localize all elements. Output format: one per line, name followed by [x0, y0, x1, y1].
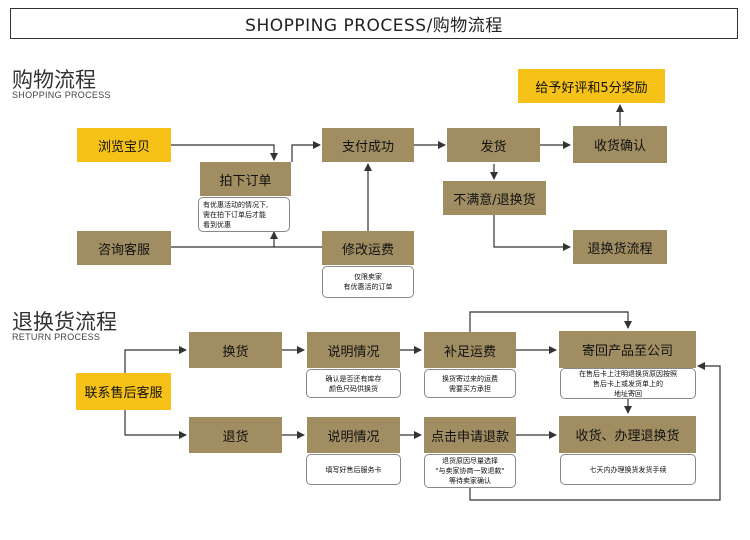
arrow-contact-to-refund [124, 410, 187, 439]
step-contact-service-label: 联系售后客服 [84, 386, 163, 401]
step-supplement-shipping-label: 补足运费 [443, 344, 496, 360]
step-modify-label: 修改运费 [341, 242, 394, 258]
step-browse: 浏览宝贝 [77, 128, 171, 162]
step-send-back: 寄回产品至公司 [559, 331, 696, 368]
step-browse-label: 浏览宝贝 [97, 139, 150, 155]
step-review-label: 给予好评和5分奖励 [535, 80, 648, 96]
send-back-note: 在售后卡上注明退换货原因按照 售后卡上或发货单上的 地址寄回 [560, 368, 696, 399]
apply-refund-note: 退货原因尽量选择 "与卖家协商一致退款" 等待卖家确认 [424, 454, 516, 488]
step-order-label: 拍下订单 [219, 173, 272, 189]
step-apply-refund: 点击申请退款 [424, 417, 516, 453]
explain-exchange-note: 确认是否还有库存 颜色尺码供换货 [306, 369, 401, 398]
step-refund-goods-label: 退货 [222, 429, 249, 445]
step-handle-return: 收货、办理退换货 [559, 416, 696, 453]
arrow-order-to-pay [291, 141, 321, 162]
arrow-top-loop-to-sendback [469, 311, 632, 332]
shopping-section-subtitle: SHOPPING PROCESS [12, 90, 111, 100]
modify-note: 仅限卖家 有优惠活的订单 [322, 266, 414, 298]
step-review: 给予好评和5分奖励 [518, 69, 665, 103]
supplement-shipping-note: 换货寄过来的运费 需要买方承担 [424, 369, 516, 398]
return-section-title: 退换货流程 [12, 310, 117, 334]
step-consult: 咨询客服 [77, 231, 171, 265]
arrow-consult-to-order [171, 231, 278, 248]
step-order: 拍下订单 [200, 162, 291, 196]
step-unsatisfied-label: 不满意/退换货 [453, 192, 536, 208]
arrow-bottom-loop-to-sendback [469, 362, 721, 501]
step-contact-service: 联系售后客服 [76, 373, 171, 410]
step-pay-label: 支付成功 [341, 139, 394, 155]
step-exchange-label: 换货 [222, 344, 249, 360]
handle-return-note: 七天内办理换货发货手续 [560, 454, 696, 485]
step-receive-label: 收货确认 [593, 139, 646, 154]
step-ship-label: 发货 [480, 139, 507, 155]
step-ship: 发货 [447, 128, 540, 162]
step-apply-refund-label: 点击申请退款 [430, 429, 509, 445]
arrow-browse-to-order [171, 144, 278, 161]
step-return-flow: 退换货流程 [573, 230, 667, 264]
step-refund-goods: 退货 [189, 417, 282, 453]
step-unsatisfied: 不满意/退换货 [443, 181, 546, 215]
banner-title: SHOPPING PROCESS/购物流程 [245, 16, 503, 36]
step-consult-label: 咨询客服 [97, 242, 150, 258]
step-exchange: 换货 [189, 332, 282, 368]
step-explain-refund-label: 说明情况 [327, 429, 380, 445]
step-pay: 支付成功 [322, 128, 414, 162]
step-supplement-shipping: 补足运费 [424, 332, 516, 368]
shopping-section-title: 购物流程 [12, 68, 96, 92]
step-return-flow-label: 退换货流程 [587, 241, 653, 257]
arrow-contact-to-exchange [124, 346, 187, 373]
page-banner: SHOPPING PROCESS/购物流程 [10, 8, 738, 39]
step-handle-return-label: 收货、办理退换货 [575, 429, 680, 444]
step-receive: 收货确认 [573, 126, 667, 163]
return-section-subtitle: RETURN PROCESS [12, 332, 101, 342]
step-explain-exchange-label: 说明情况 [327, 344, 380, 360]
arrow-unsatisfied-to-return [493, 215, 571, 251]
step-modify: 修改运费 [322, 231, 414, 265]
step-send-back-label: 寄回产品至公司 [581, 344, 673, 359]
step-explain-refund: 说明情况 [307, 417, 400, 453]
order-note: 有优惠活动的情况下, 需在拍下订单后才能 看到优惠 [198, 197, 290, 232]
step-explain-exchange: 说明情况 [307, 332, 400, 368]
explain-refund-note: 填写好售后服务卡 [306, 454, 401, 485]
